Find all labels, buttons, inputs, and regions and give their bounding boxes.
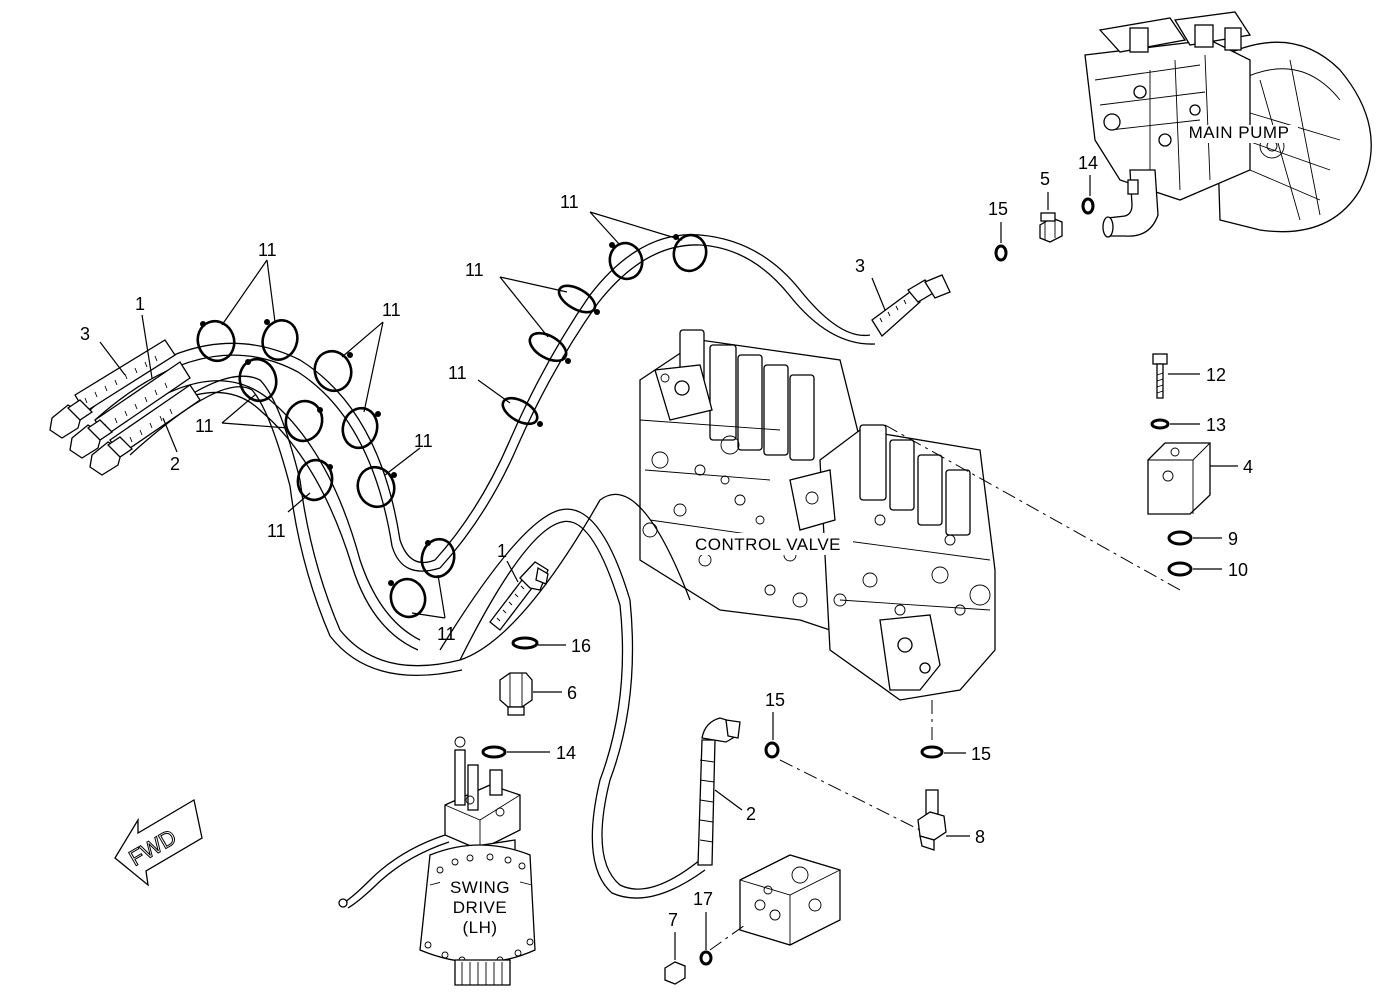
callout-15-top: 15 [988,199,1008,219]
clamp-leaders: 11 11 11 11 11 11 11 11 11 [195,192,683,644]
svg-text:2: 2 [170,454,180,474]
control-valve: CONTROL VALVE [639,329,996,701]
callout-11-i: 11 [560,192,579,212]
callout-11-e: 11 [267,521,286,541]
oring-9: 9 [1167,529,1238,549]
callout-7: 7 [668,910,678,930]
main-pump: MAIN PUMP [1084,11,1372,238]
fitting-6: 6 [499,672,577,716]
washer-13: 13 [1150,415,1226,435]
callout-11-g: 11 [465,260,484,280]
oring-15-mid: 15 [764,690,785,759]
oring-15-right: 15 [920,744,991,764]
main-pump-label: MAIN PUMP [1189,123,1290,142]
bolt-12: 12 [1152,353,1226,399]
callout-hose-3-left: 3 [80,324,126,376]
callout-17: 17 [693,889,713,909]
callout-9: 9 [1228,529,1238,549]
oring-15-top: 15 [988,199,1008,262]
fitting-8: 8 [917,789,985,851]
oring-14-top: 14 [1078,153,1098,215]
callout-11-b: 11 [382,300,401,320]
callout-15-right: 15 [971,744,991,764]
hose-1-lower: 1 [489,541,549,631]
callout-14-top: 14 [1078,153,1098,173]
hose-3: 3 [434,234,951,569]
fitting-5: 5 [1039,169,1063,243]
callout-2-lower: 2 [746,804,756,824]
valve-block-bottom [709,854,841,951]
callout-hose-2-left: 2 [162,417,180,474]
callout-1-lower: 1 [497,541,507,561]
clamps [196,233,708,619]
callout-13: 13 [1206,415,1226,435]
callout-11-c: 11 [195,416,214,436]
swing-drive-label-2: DRIVE [453,898,507,917]
callout-12: 12 [1206,365,1226,385]
swing-drive-label-1: SWING [450,878,510,897]
block-4: 4 [1147,442,1253,515]
svg-text:1: 1 [135,294,145,314]
callout-4: 4 [1243,457,1253,477]
hose-2-lower: 2 [439,508,756,899]
fwd-arrow: FWD [114,798,203,887]
swing-drive: SWING DRIVE (LH) [338,736,536,986]
control-valve-label: CONTROL VALVE [695,535,841,554]
callout-6: 6 [567,683,577,703]
oring-10: 10 [1167,560,1248,580]
callout-15-mid: 15 [765,690,785,710]
callout-11-a: 11 [258,240,277,260]
callout-11-d: 11 [414,431,433,451]
oring-14-lower: 14 [481,743,576,763]
callout-14-lower: 14 [556,743,576,763]
callout-11-h: 11 [448,363,467,383]
oring-17: 17 [693,889,713,966]
callout-hose-1-left: 1 [135,294,153,379]
swing-drive-label-3: (LH) [462,918,497,937]
callout-3-right: 3 [855,256,865,276]
callout-16: 16 [571,636,591,656]
callout-11-f: 11 [437,624,456,644]
callout-5: 5 [1040,169,1050,189]
plug-7: 7 [664,910,686,985]
hose-bundle-left [49,339,691,676]
svg-text:3: 3 [80,324,90,344]
callout-8: 8 [975,827,985,847]
callout-10: 10 [1228,560,1248,580]
oring-16: 16 [511,636,591,656]
